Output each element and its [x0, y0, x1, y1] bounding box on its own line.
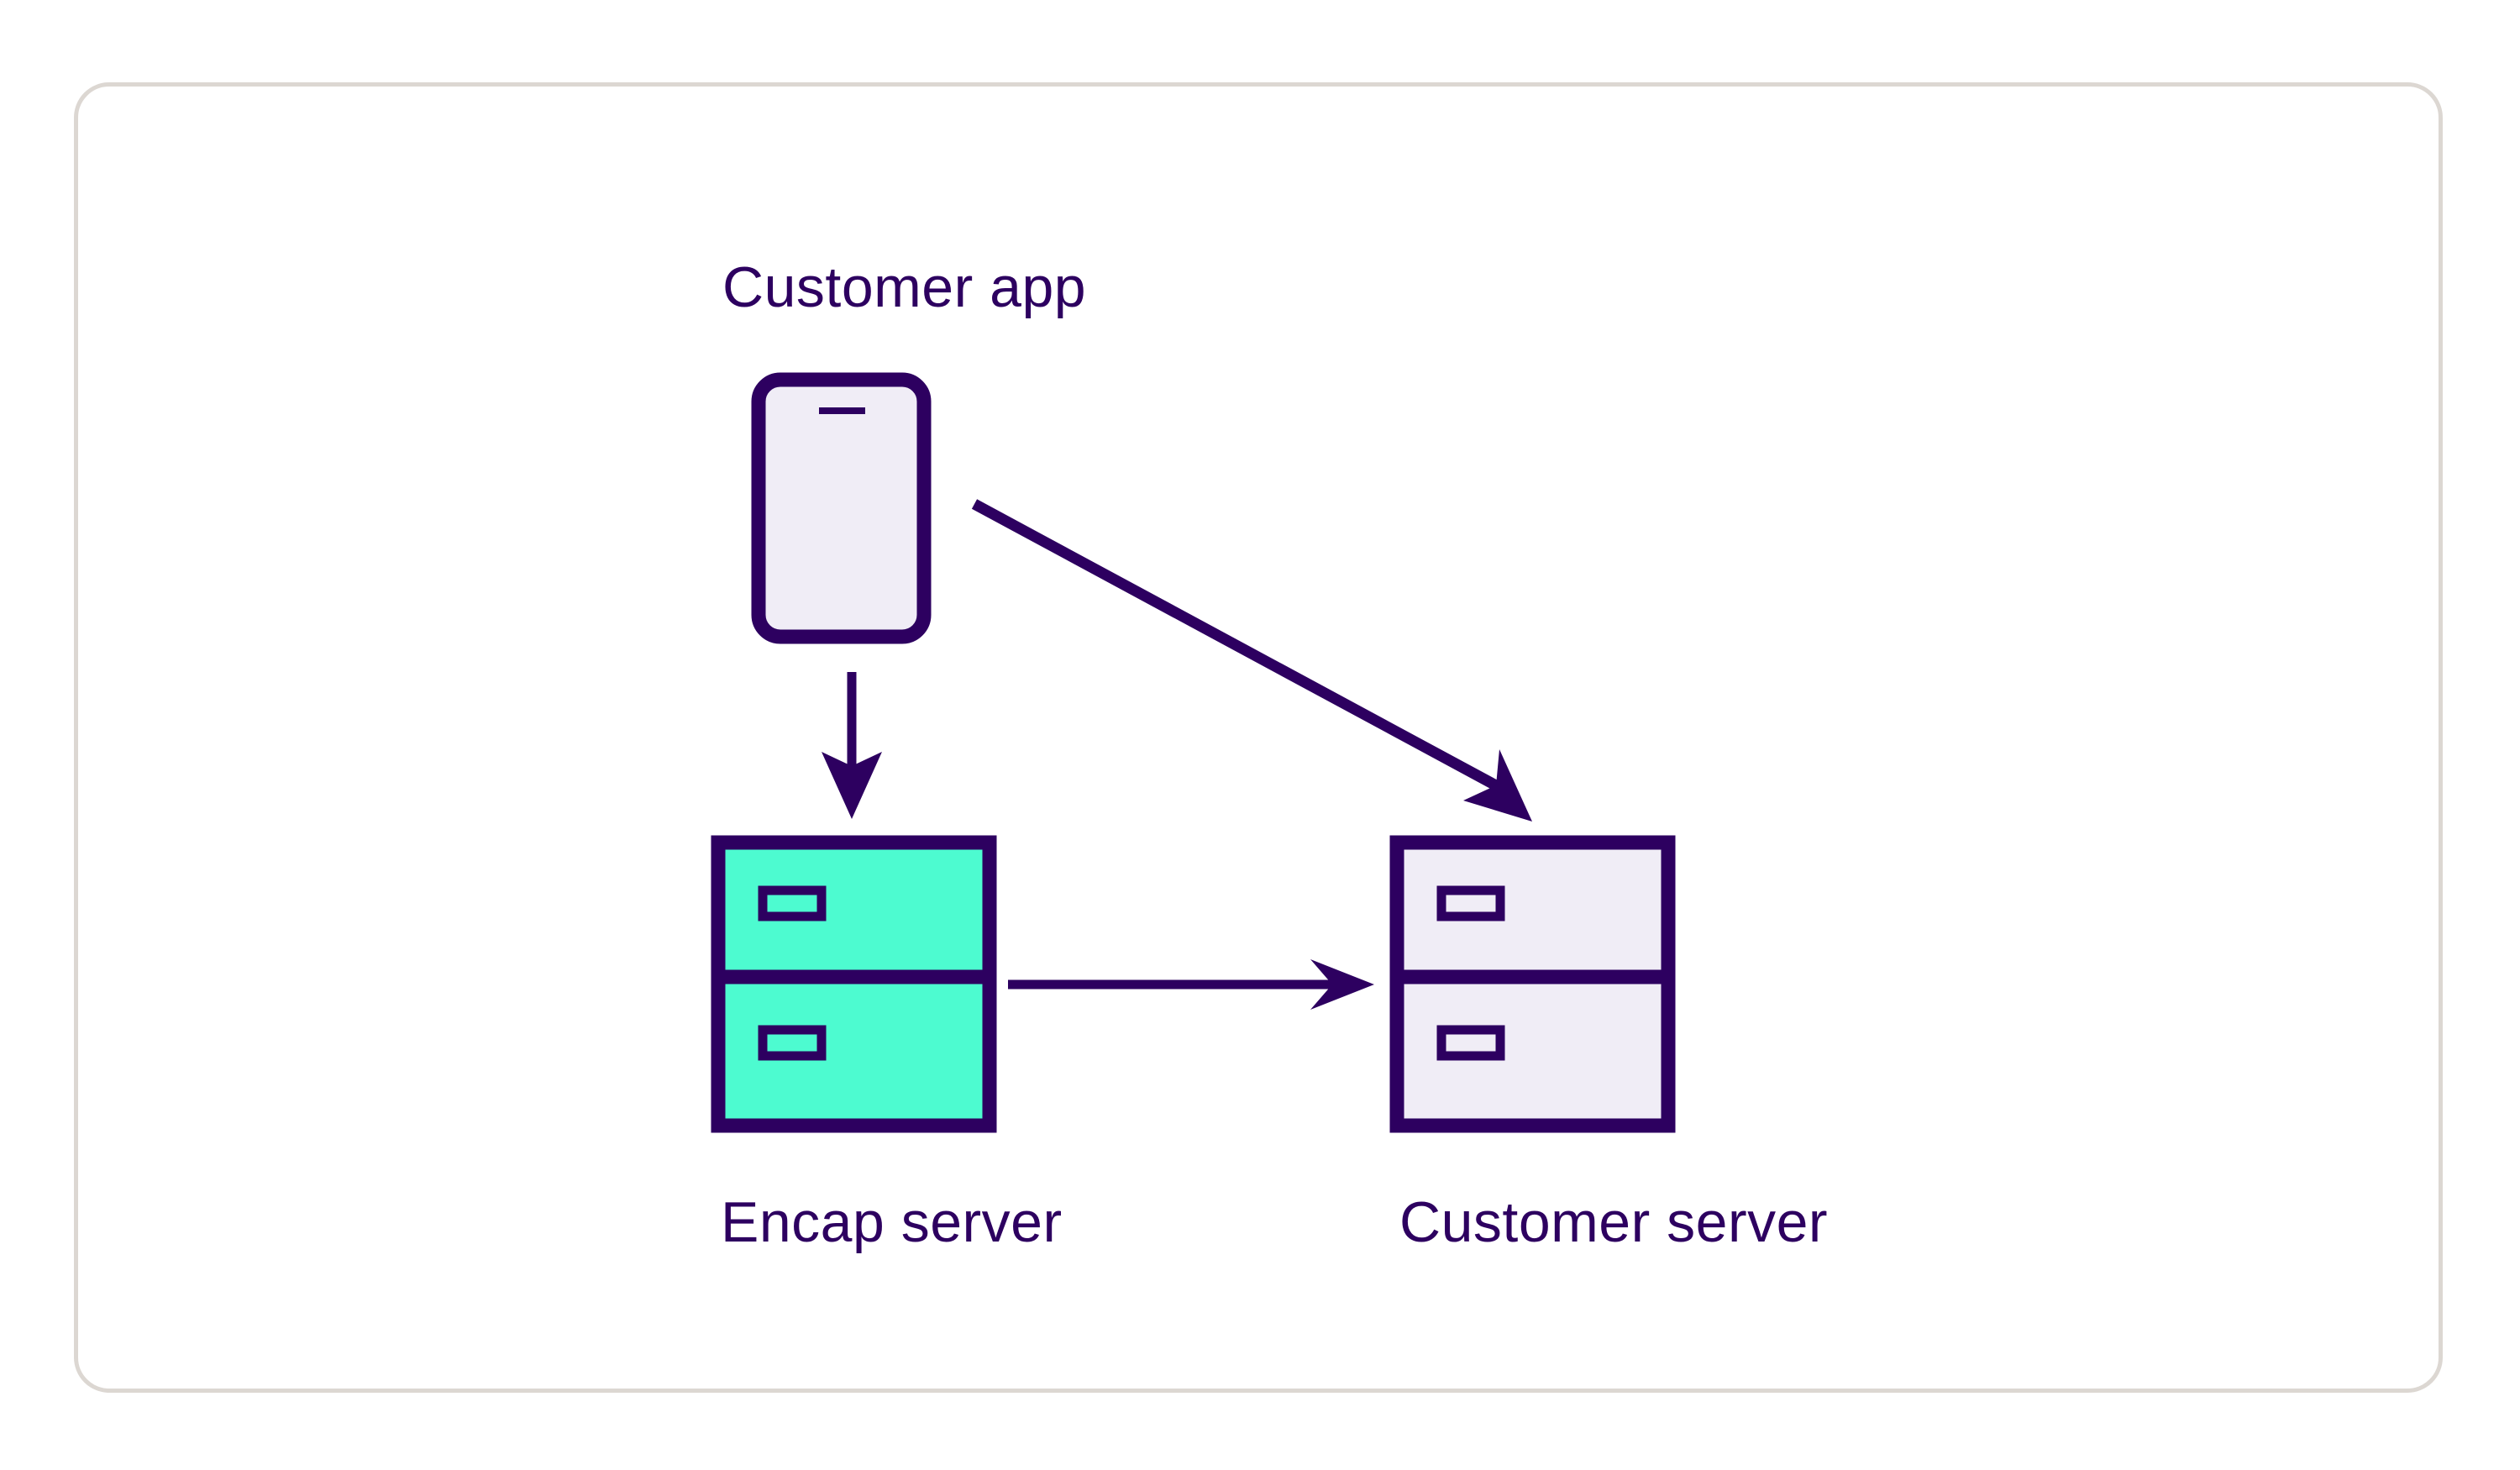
encap-server-frame [711, 835, 997, 1133]
node-encap-server[interactable]: Encap server [711, 835, 1063, 1254]
edge-app-to-customer-server-shaft [971, 499, 1507, 795]
encap-server-handle-bottom [758, 1025, 827, 1061]
mobile-phone-icon [751, 372, 932, 644]
edge-app-to-encap-arrowhead [822, 752, 882, 819]
encap-server-handle-top [758, 885, 827, 921]
customer-server-handle-top [1436, 885, 1505, 921]
customer-server-handle-bottom [1436, 1025, 1505, 1061]
edge-app-to-encap [822, 672, 882, 819]
node-customer-server[interactable]: Customer server [1389, 835, 1828, 1254]
customer-app-label: Customer app [722, 255, 1086, 319]
edge-encap-to-customer-server-arrowhead [1310, 959, 1374, 1010]
server-rack-icon-customer [1389, 835, 1676, 1133]
customer-server-frame [1389, 835, 1676, 1133]
diagram-card [74, 82, 2443, 1393]
edge-app-to-customer-server-arrowhead [1463, 749, 1532, 822]
phone-body [751, 372, 932, 644]
edge-encap-to-customer-server [1008, 959, 1374, 1010]
encap-server-label: Encap server [721, 1190, 1063, 1254]
customer-server-label: Customer server [1399, 1190, 1828, 1254]
node-customer-app[interactable]: Customer app [722, 255, 1086, 644]
server-rack-icon-encap [711, 835, 997, 1133]
edge-app-to-customer-server [971, 499, 1532, 822]
